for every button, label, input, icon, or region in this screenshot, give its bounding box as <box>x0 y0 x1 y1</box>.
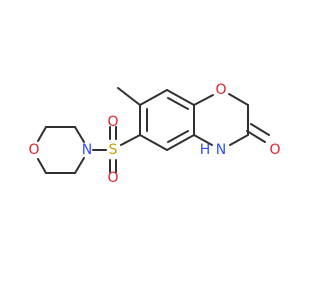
atom-sulfonyl-oxygen-bottom: O <box>107 170 118 186</box>
bond-n-c-top <box>74 126 85 143</box>
bond-c3-n4 <box>229 134 249 146</box>
atom-carbonyl-oxygen: O <box>269 142 280 158</box>
bond-n4-c4a <box>193 134 213 146</box>
atom-label-layer: O O N H S O O N O <box>28 82 280 186</box>
bond-c4a-c5 <box>166 134 195 151</box>
bond-c8-c8a-inner <box>167 97 189 110</box>
bond-methyl <box>117 87 141 106</box>
bond-c-bottom-n <box>74 157 85 174</box>
bond-layer <box>37 87 270 174</box>
atom-morpholine-nitrogen: N <box>82 142 92 158</box>
bond-c5-c6 <box>139 134 168 151</box>
bond-c6-s <box>120 134 141 146</box>
bond-o1-c2 <box>228 93 249 106</box>
bond-c3-carbonyl-a <box>246 130 266 143</box>
molecule-structure-diagram: O O N H S O O N O <box>28 82 280 186</box>
bond-c7-c8 <box>139 89 168 106</box>
bond-c8-c8a <box>166 89 195 106</box>
atom-sulfonyl-oxygen-top: O <box>107 114 118 130</box>
atom-morpholine-oxygen: O <box>28 142 39 158</box>
atom-ring-oxygen: O <box>215 82 226 98</box>
bond-c-top-left-o <box>37 126 47 142</box>
atom-amide-nitrogen: N <box>216 142 226 158</box>
bond-c8a-o1 <box>193 94 214 106</box>
bond-c3-carbonyl-b <box>250 123 270 136</box>
bond-o-c-bottom-left <box>37 158 47 174</box>
atom-amide-hydrogen: H <box>200 142 211 158</box>
atom-sulfur: S <box>109 142 118 158</box>
bond-c4a-c5-inner <box>167 130 189 143</box>
